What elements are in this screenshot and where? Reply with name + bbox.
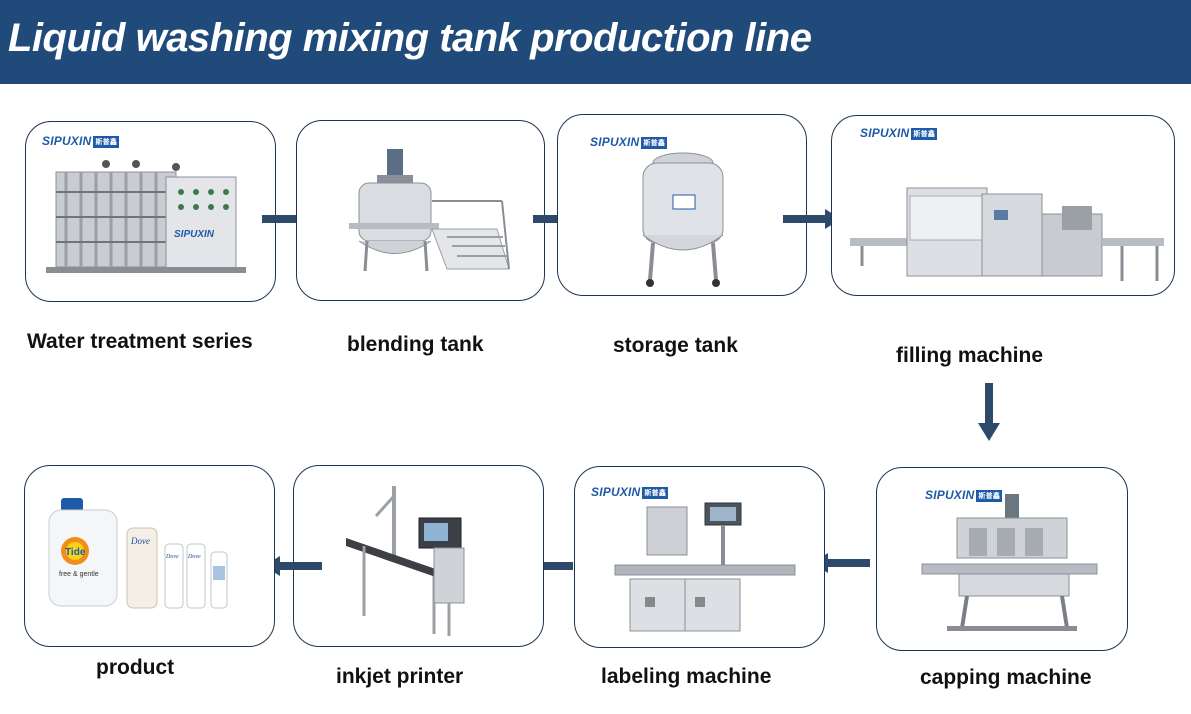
svg-text:SIPUXIN: SIPUXIN — [174, 229, 215, 240]
filling-machine-illustration — [850, 187, 1164, 281]
card-product: Tide free & gentle Dove Dove Dove — [24, 465, 275, 647]
card-inkjet-printer — [293, 465, 544, 647]
flow-arrow-down — [978, 383, 1000, 441]
caption-water-treatment: Water treatment series — [27, 330, 253, 353]
tide-logo-text: Tide — [65, 547, 86, 558]
title-banner: Liquid washing mixing tank production li… — [0, 0, 1191, 84]
caption-product: product — [96, 656, 175, 679]
caption-filling-machine: filling machine — [896, 344, 1044, 367]
caption-inkjet-printer: inkjet printer — [336, 665, 464, 688]
svg-text:Dove: Dove — [187, 554, 201, 560]
svg-text:Dove: Dove — [165, 554, 179, 560]
caption-storage-tank: storage tank — [613, 334, 738, 357]
storage-tank-illustration — [642, 152, 724, 287]
product-illustration: Tide free & gentle Dove Dove Dove — [48, 498, 228, 609]
capping-machine-illustration — [921, 494, 1098, 631]
water-treatment-illustration: SIPUXIN — [46, 160, 246, 273]
card-blending-tank — [296, 120, 545, 301]
blending-tank-illustration — [349, 149, 510, 272]
tide-subtitle: free & gentle — [59, 571, 99, 578]
inkjet-printer-illustration — [346, 486, 465, 636]
caption-labeling-machine: labeling machine — [601, 665, 772, 688]
caption-blending-tank: blending tank — [347, 333, 484, 356]
page-title: Liquid washing mixing tank production li… — [8, 16, 812, 60]
caption-capping-machine: capping machine — [920, 666, 1092, 689]
labeling-machine-illustration — [614, 502, 796, 632]
dove-logo-text: Dove — [130, 536, 150, 546]
